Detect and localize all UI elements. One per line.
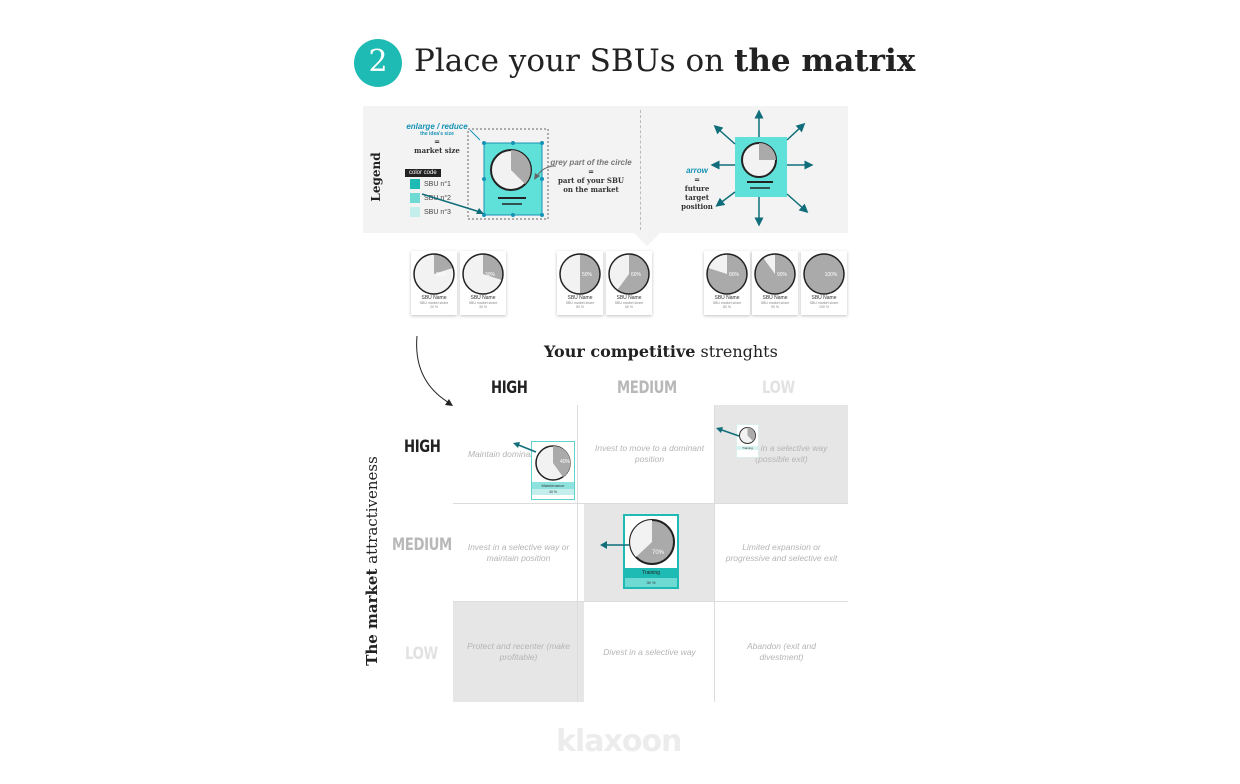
svg-text:20%: 20% <box>436 272 447 278</box>
sbu-name: SBU Name <box>421 295 447 301</box>
sbu-share-value: 60 % <box>625 305 633 309</box>
legend-arrow-text: arrow = future target position <box>681 166 713 211</box>
col-level-high: HIGH <box>491 378 528 398</box>
sbu-share-value: 20 % <box>430 305 438 309</box>
sbu-share-label: SBU market share <box>419 301 449 305</box>
svg-text:40%: 40% <box>560 459 571 465</box>
svg-text:30%: 30% <box>485 272 496 278</box>
sample-sbu-card[interactable]: 90% SBU Name SBU market share 90 % <box>752 251 798 315</box>
pie-chart: 20% <box>413 253 455 295</box>
legend-divider <box>640 110 641 230</box>
legend-example-sbu <box>467 128 549 220</box>
sbu-name: SBU Name <box>714 295 740 301</box>
matrix-cell-low-low: Abandon (exit and divestment) <box>747 641 816 662</box>
matrix-cell-high-high: Maintain dominant position <box>467 448 570 459</box>
sbu-name: SBU Name <box>811 295 837 301</box>
grid-line <box>714 405 715 702</box>
sample-sbu-card[interactable]: 20% SBU Name SBU market share 20 % <box>411 251 457 315</box>
y-axis-title: The market attractiveness <box>363 456 381 666</box>
pie-chart: 60% <box>608 253 650 295</box>
sbu-share-label: SBU market share <box>565 301 595 305</box>
color-code-item: SBU n°3 <box>410 207 451 217</box>
sbu-share-value: 80 % <box>723 305 731 309</box>
pie-chart <box>739 427 756 444</box>
placed-sbu-card[interactable]: 40% Maintenance 40 % <box>531 441 575 500</box>
row-level-medium: MEDIUM <box>392 535 452 555</box>
sbu-arrow-icon <box>716 427 740 437</box>
sbu-arrow-icon <box>600 541 629 549</box>
sbu-share-value: 50 % <box>576 305 584 309</box>
page-title: Place your SBUs on the matrix <box>414 43 916 79</box>
grid-line <box>577 405 578 702</box>
swatch-sbu-1 <box>410 179 420 189</box>
pie-chart: 50% <box>559 253 601 295</box>
curved-arrow-icon <box>416 335 453 406</box>
pie-chart: 40% <box>535 445 571 481</box>
svg-text:60%: 60% <box>631 272 642 278</box>
svg-text:70%: 70% <box>652 550 665 556</box>
pie-chart: 70% <box>629 519 675 565</box>
sbu-share-label: SBU market share <box>614 301 644 305</box>
matrix-cell-high-medium: Invest to move to a dominant position <box>594 443 705 464</box>
legend-pointer <box>633 232 661 246</box>
svg-text:80%: 80% <box>729 272 740 278</box>
swatch-sbu-3 <box>410 207 420 217</box>
sample-sbu-card[interactable]: 80% SBU Name SBU market share 80 % <box>704 251 750 315</box>
sbu-share-value: 90 % <box>771 305 779 309</box>
sbu-share-label: SBU market share <box>468 301 498 305</box>
sample-sbu-card[interactable]: 60% SBU Name SBU market share 60 % <box>606 251 652 315</box>
pie-chart: 30% <box>462 253 504 295</box>
matrix-cell-medium-high: Invest in a selective way or maintain po… <box>467 542 570 563</box>
klaxoon-logo: klaxoon <box>556 724 682 759</box>
color-code-tag: color code <box>405 169 441 177</box>
sbu-share-value: 30 % <box>479 305 487 309</box>
legend-size-text: enlarge / reduce the idea's size = marke… <box>406 122 468 155</box>
svg-text:90%: 90% <box>777 272 788 278</box>
legend-grey-part-text: grey part of the circle = part of your S… <box>550 158 632 194</box>
legend-arrow-to-card-icon <box>421 193 484 214</box>
sample-sbu-card[interactable]: 30% SBU Name SBU market share 30 % <box>460 251 506 315</box>
swatch-sbu-2 <box>410 193 420 203</box>
legend-pointer-arrow-icon <box>534 165 557 180</box>
sbu-share-value: 100 % <box>819 305 829 309</box>
matrix-cell-low-medium: Divest in a selective way <box>603 646 696 657</box>
sbu-name: SBU Name <box>762 295 788 301</box>
svg-text:100%: 100% <box>825 272 838 278</box>
pie-chart: 90% <box>754 253 796 295</box>
step-number-badge: 2 <box>354 39 402 87</box>
sample-sbu-card[interactable]: 100% SBU Name SBU market share 100 % <box>801 251 847 315</box>
sbu-name: SBU Name <box>567 295 593 301</box>
grid-line <box>453 601 848 602</box>
row-level-high: HIGH <box>404 437 441 457</box>
x-axis-title: Your competitive strenghts <box>544 342 778 361</box>
sbu-name: SBU Name <box>470 295 496 301</box>
placed-sbu-card[interactable]: 70% Training 30 % <box>623 514 679 589</box>
sbu-share-label: SBU market share <box>809 301 839 305</box>
sample-sbu-card[interactable]: 50% SBU Name SBU market share 50 % <box>557 251 603 315</box>
col-level-low: LOW <box>762 378 795 398</box>
matrix-cell-medium-low: Limited expansion or progressive and sel… <box>725 542 838 563</box>
sbu-arrow-icon <box>513 442 537 453</box>
grid-line <box>453 503 848 504</box>
svg-text:50%: 50% <box>582 272 593 278</box>
legend-label: Legend <box>369 152 383 202</box>
sbu-share-label: SBU market share <box>760 301 790 305</box>
sbu-name: SBU Name <box>616 295 642 301</box>
color-code-item: SBU n°1 <box>410 179 451 189</box>
placed-sbu-card[interactable]: Training <box>736 424 759 458</box>
sbu-share-label: SBU market share <box>712 301 742 305</box>
row-level-low: LOW <box>405 644 438 664</box>
legend-arrow-example <box>710 110 814 227</box>
matrix-cell-low-high: Protect and recenter (make profitable) <box>453 602 584 702</box>
pie-chart: 100% <box>803 253 845 295</box>
pie-chart: 80% <box>706 253 748 295</box>
col-level-medium: MEDIUM <box>617 378 677 398</box>
color-code-item: SBU n°2 <box>410 193 451 203</box>
matrix-cell-high-low: Invest in a selective way (possible exit… <box>715 405 848 503</box>
color-code-list: SBU n°1 SBU n°2 SBU n°3 <box>410 179 451 217</box>
